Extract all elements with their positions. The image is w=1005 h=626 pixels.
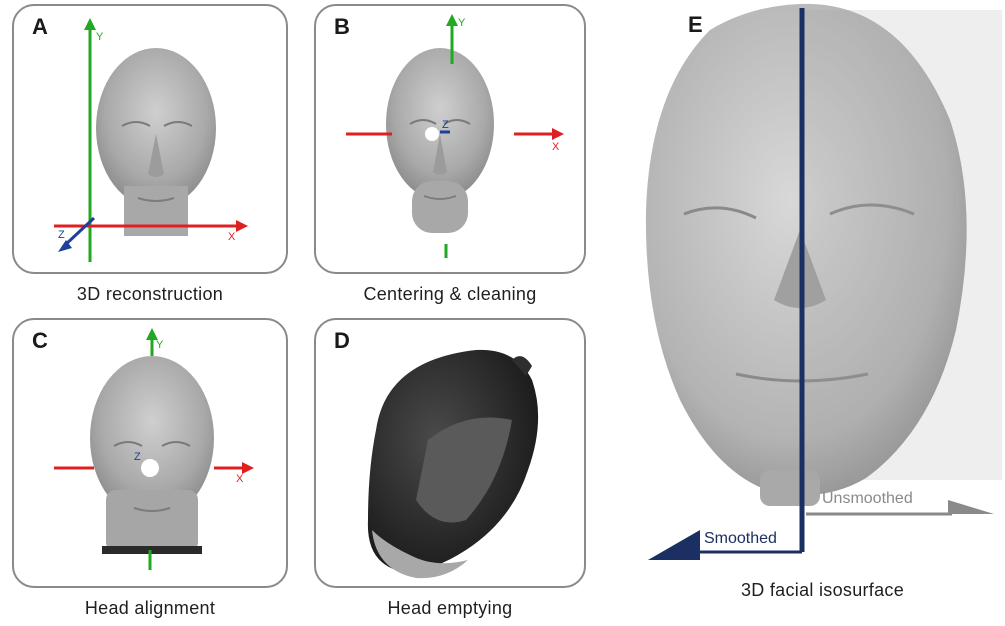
x-axis-label: X	[236, 473, 244, 485]
z-axis-label: Z	[134, 451, 141, 463]
smoothed-label: Smoothed	[704, 530, 777, 548]
smoothed-arrow	[648, 530, 700, 560]
panel-d: D	[314, 318, 586, 588]
head-icon	[386, 48, 494, 233]
panel-c: Y X Z C	[12, 318, 288, 588]
panel-b-figure: Y X Z	[316, 6, 586, 274]
z-axis-label: Z	[442, 119, 449, 131]
head-icon	[96, 48, 216, 236]
caption-e: 3D facial isosurface	[640, 580, 1005, 601]
unsmoothed-label: Unsmoothed	[822, 490, 913, 508]
panel-a-figure: Y X Z	[14, 6, 288, 274]
origin-marker	[425, 127, 439, 141]
origin-marker	[141, 459, 159, 477]
y-axis-label: Y	[156, 339, 164, 351]
panel-a: Y X Z A	[12, 4, 288, 274]
panel-c-figure: Y X Z	[14, 320, 288, 588]
panel-letter: A	[32, 14, 48, 40]
y-axis-label: Y	[96, 31, 104, 43]
y-axis-label: Y	[458, 17, 466, 29]
panel-e-figure	[640, 0, 1005, 570]
unsmoothed-arrow	[948, 500, 994, 514]
caption-b: Centering & cleaning	[314, 284, 586, 305]
large-head-icon	[646, 4, 1002, 506]
x-axis-label: X	[552, 141, 560, 153]
head-icon	[90, 356, 214, 554]
panel-b: Y X Z B	[314, 4, 586, 274]
panel-letter: B	[334, 14, 350, 40]
z-axis-label: Z	[58, 229, 65, 241]
caption-d: Head emptying	[314, 598, 586, 619]
caption-a: 3D reconstruction	[12, 284, 288, 305]
panel-d-figure	[316, 320, 586, 588]
x-axis-label: X	[228, 231, 236, 243]
hollow-head-icon	[368, 350, 538, 578]
panel-letter: D	[334, 328, 350, 354]
panel-letter: C	[32, 328, 48, 354]
caption-c: Head alignment	[12, 598, 288, 619]
